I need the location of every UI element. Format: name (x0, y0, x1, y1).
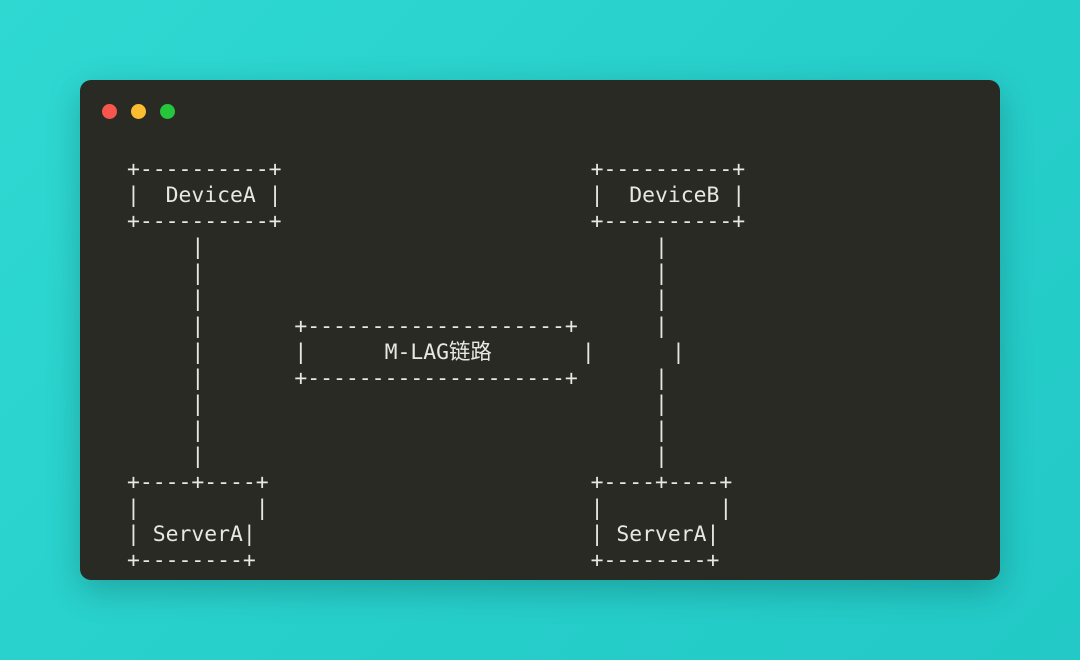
ascii-line: | | (127, 235, 668, 261)
minimize-button-icon[interactable] (131, 103, 146, 119)
terminal-window: +----------+ +----------+| DeviceA | | D… (80, 80, 1000, 580)
ascii-line: +----+----+ +----+----+ (127, 470, 733, 496)
ascii-line: | | M-LAG链路 | | (127, 339, 685, 365)
ascii-line: | | (127, 391, 668, 417)
ascii-line: +----------+ +----------+ (127, 157, 746, 182)
terminal-content-area[interactable]: +----------+ +----------+| DeviceA | | D… (80, 142, 1000, 580)
ascii-line: | | (127, 287, 668, 313)
ascii-line: | | | | (127, 496, 733, 522)
ascii-line: | DeviceA | | DeviceB | (127, 183, 746, 209)
ascii-line: | +--------------------+ | (127, 365, 668, 391)
ascii-line: | | (127, 417, 668, 443)
maximize-button-icon[interactable] (160, 103, 175, 119)
ascii-line: | | (127, 444, 668, 470)
ascii-line: +----------+ +----------+ (127, 209, 746, 235)
ascii-diagram: +----------+ +----------+| DeviceA | | D… (80, 157, 1000, 575)
ascii-line: | | (127, 261, 668, 287)
ascii-line: | +--------------------+ | (127, 313, 668, 339)
ascii-line: +--------+ +--------+ (127, 548, 720, 574)
ascii-line: | ServerA| | ServerA| (127, 522, 720, 548)
close-button-icon[interactable] (102, 103, 117, 119)
terminal-titlebar (80, 80, 1000, 142)
